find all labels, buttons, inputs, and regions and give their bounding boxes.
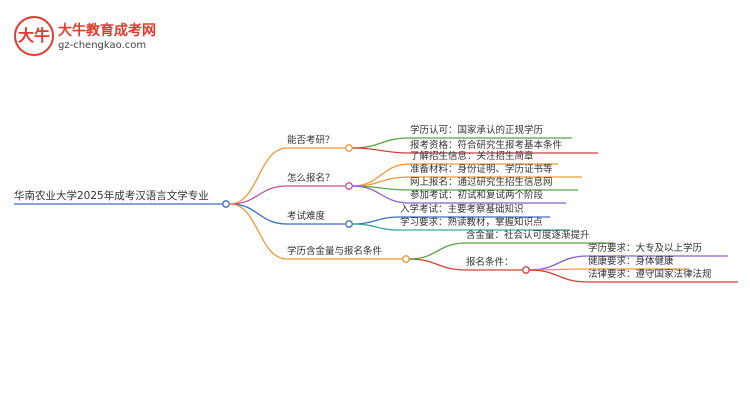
leaf-topic: 学历认可：国家承认的正规学历 xyxy=(410,124,543,136)
leaf-topic: 网上报名：通过研究生招生信息网 xyxy=(410,176,553,188)
root-topic: 华南农业大学2025年成考汉语言文学专业 xyxy=(14,189,209,202)
leaf-edge xyxy=(351,147,411,154)
branch-topic: 学历含金量与报名条件 xyxy=(287,245,383,257)
logo-emblem: 大牛 xyxy=(14,16,54,56)
leaf-topic: 准备材料：身份证明、学历证书等 xyxy=(410,163,553,175)
leaf-topic: 报名条件： xyxy=(466,256,514,268)
branch-node xyxy=(345,144,353,152)
leaf-topic: 学习要求：熟读教材，掌握知识点 xyxy=(400,216,543,228)
leaf-edge xyxy=(351,163,411,187)
subbranch-node xyxy=(522,266,530,274)
branch-edge xyxy=(229,185,288,205)
leaf-edge xyxy=(408,258,467,271)
subleaf-topic: 学历要求：大专及以上学历 xyxy=(588,242,702,254)
site-logo[interactable]: 大牛 大牛教育成考网 gz-chengkao.com xyxy=(14,16,174,56)
branch-node xyxy=(345,182,353,190)
subleaf-edge xyxy=(528,269,589,283)
branch-topic: 考试难度 xyxy=(287,210,326,222)
logo-url: gz-chengkao.com xyxy=(58,40,147,51)
branch-topic: 怎么报名？ xyxy=(287,172,335,184)
subleaf-topic: 健康要求：身体健康 xyxy=(588,255,674,267)
subleaf-topic: 法律要求：遵守国家法律法规 xyxy=(588,268,712,280)
leaf-edge xyxy=(351,185,411,204)
leaf-edge xyxy=(351,216,401,225)
root-node xyxy=(222,200,230,208)
mindmap-edges xyxy=(14,137,738,283)
branch-edge xyxy=(229,203,288,260)
leaf-topic: 入学考试：主要考察基础知识 xyxy=(400,203,524,215)
leaf-topic: 含金量：社会认可度逐渐提升 xyxy=(466,229,590,241)
leaf-edge xyxy=(408,242,467,260)
leaf-edge xyxy=(351,223,401,231)
leaf-topic: 参加考试：初试和复试两个阶段 xyxy=(410,189,544,201)
logo-title: 大牛教育成考网 xyxy=(58,23,156,39)
branch-edge xyxy=(229,203,288,225)
leaf-topic: 了解招生信息：关注招生简章 xyxy=(410,150,534,162)
mindmap-nodes: 华南农业大学2025年成考汉语言文学专业 能否考研？ 学历认可：国家承认的正规学历报… xyxy=(14,124,712,280)
leaf-topic: 报考资格：符合研究生报考基本条件 xyxy=(410,139,563,151)
branch-node xyxy=(345,220,353,228)
branch-topic: 能否考研？ xyxy=(287,134,335,146)
branch-node xyxy=(402,255,410,263)
leaf-edge xyxy=(351,137,411,149)
branch-edge xyxy=(229,147,288,205)
subleaf-edge xyxy=(528,255,589,271)
